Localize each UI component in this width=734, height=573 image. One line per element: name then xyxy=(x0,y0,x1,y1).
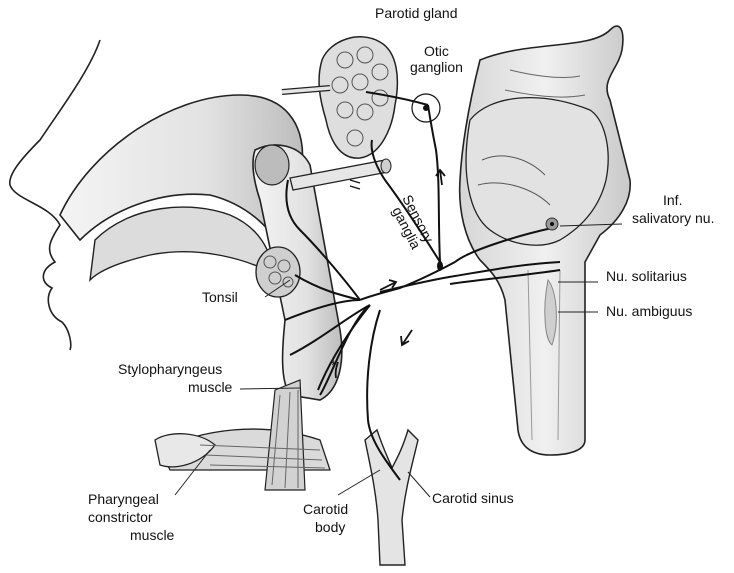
label-nu-solitarius: Nu. solitarius xyxy=(606,268,687,284)
label-stylopharyngeus-1: Stylopharyngeus xyxy=(118,361,222,377)
label-carotid-body-2: body xyxy=(315,519,345,535)
label-carotid-sinus: Carotid sinus xyxy=(432,490,514,506)
label-stylopharyngeus-2: muscle xyxy=(188,379,233,395)
otic-ganglion-marker xyxy=(411,93,441,123)
label-pharyngeal-1: Pharyngeal xyxy=(88,491,159,507)
label-carotid-body-1: Carotid xyxy=(303,501,348,517)
label-inf-salivatory-1: Inf. xyxy=(663,192,682,208)
label-nu-ambiguus: Nu. ambiguus xyxy=(606,303,692,319)
styloid-process xyxy=(289,158,392,191)
label-inf-salivatory-2: salivatory nu. xyxy=(632,210,714,226)
label-tonsil: Tonsil xyxy=(202,289,238,305)
carotid-artery xyxy=(364,428,419,566)
label-otic-ganglion-2: ganglion xyxy=(410,59,463,75)
label-asterisk: * xyxy=(331,357,337,373)
sensory-ganglion-marker xyxy=(437,261,443,271)
label-otic-ganglion-1: Otic xyxy=(424,43,449,59)
label-pharyngeal-3: muscle xyxy=(130,527,175,543)
direction-arrows xyxy=(334,168,446,379)
inf-salivatory-marker xyxy=(545,217,559,231)
head-outline xyxy=(9,39,101,351)
label-parotid-gland: Parotid gland xyxy=(375,5,458,21)
tonsil-structure xyxy=(255,246,301,298)
brainstem xyxy=(458,25,631,456)
label-pharyngeal-2: constrictor xyxy=(88,509,153,525)
parotid-gland-structure xyxy=(281,36,399,159)
leader-lines xyxy=(174,223,623,498)
